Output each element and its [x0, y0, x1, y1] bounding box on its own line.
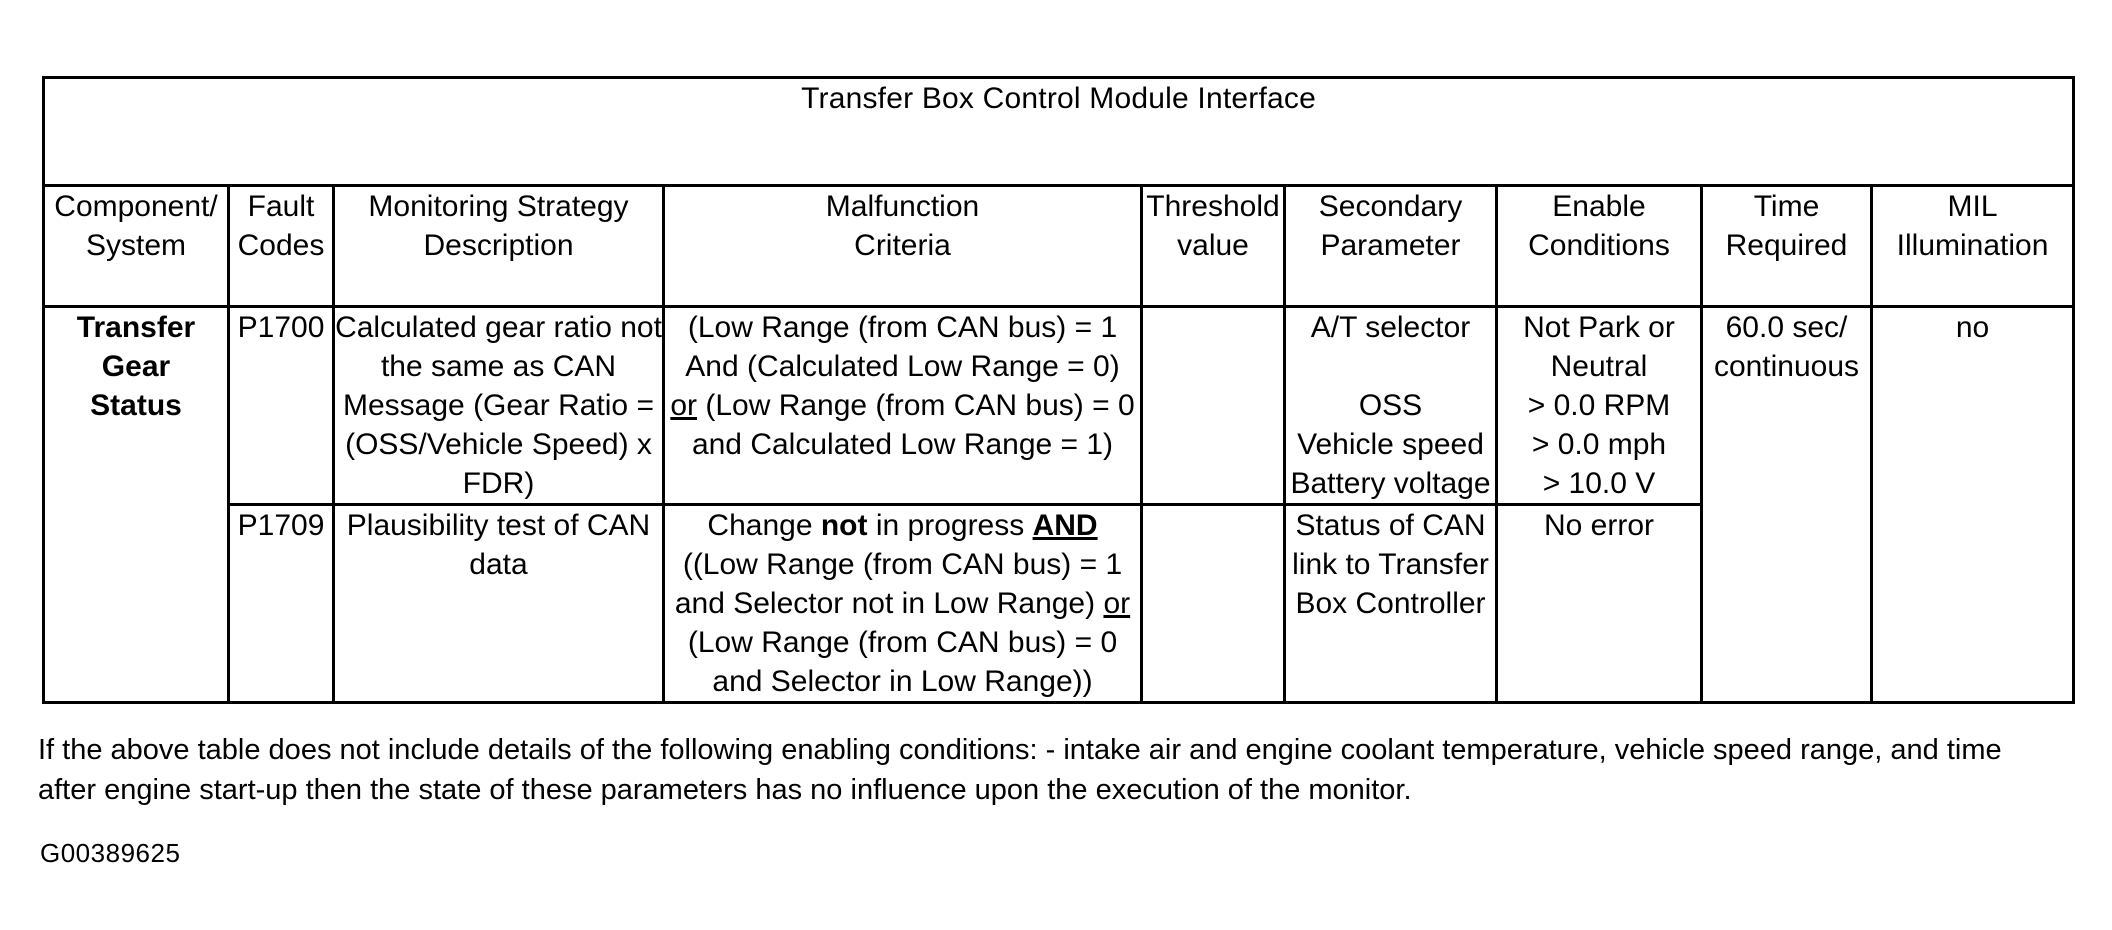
cell-threshold-value — [1140, 305, 1286, 506]
column-header-time-required: Time Required — [1700, 184, 1873, 308]
cell-mil-illumination: no — [1869, 305, 2076, 704]
column-header-monitoring-strategy: Monitoring Strategy Description — [332, 184, 665, 308]
table-title-row: Transfer Box Control Module Interface — [41, 76, 2076, 187]
transfer-box-spec-table: Transfer Box Control Module Interface Co… — [41, 76, 2076, 704]
cell-threshold-value — [1140, 503, 1286, 704]
column-header-malfunction-criteria: Malfunction Criteria — [662, 184, 1143, 308]
image-id-label: G00389625 — [40, 838, 181, 868]
cell-fault-code: P1709 — [227, 503, 335, 704]
column-header-secondary-parameter: Secondary Parameter — [1283, 184, 1498, 308]
column-header-fault-codes: Fault Codes — [227, 184, 335, 308]
table-title: Transfer Box Control Module Interface — [41, 76, 2076, 187]
footnote-text: If the above table does not include deta… — [38, 734, 2002, 807]
column-header-threshold-value: Threshold value — [1140, 184, 1286, 308]
column-header-enable-conditions: Enable Conditions — [1495, 184, 1703, 308]
cell-malfunction-criteria: Change not in progress AND((Low Range (f… — [662, 503, 1143, 704]
cell-time-required: 60.0 sec/continuous — [1700, 305, 1873, 704]
spec-table-container: Transfer Box Control Module Interface Co… — [41, 76, 2076, 704]
column-header-component: Component/ System — [42, 184, 230, 308]
cell-fault-code: P1700 — [227, 305, 335, 506]
table-header-row: Component/ System Fault Codes Monitoring… — [42, 184, 2076, 308]
column-header-mil-illumination: MIL Illumination — [1869, 184, 2076, 308]
cell-enable-conditions: No error — [1495, 503, 1703, 704]
